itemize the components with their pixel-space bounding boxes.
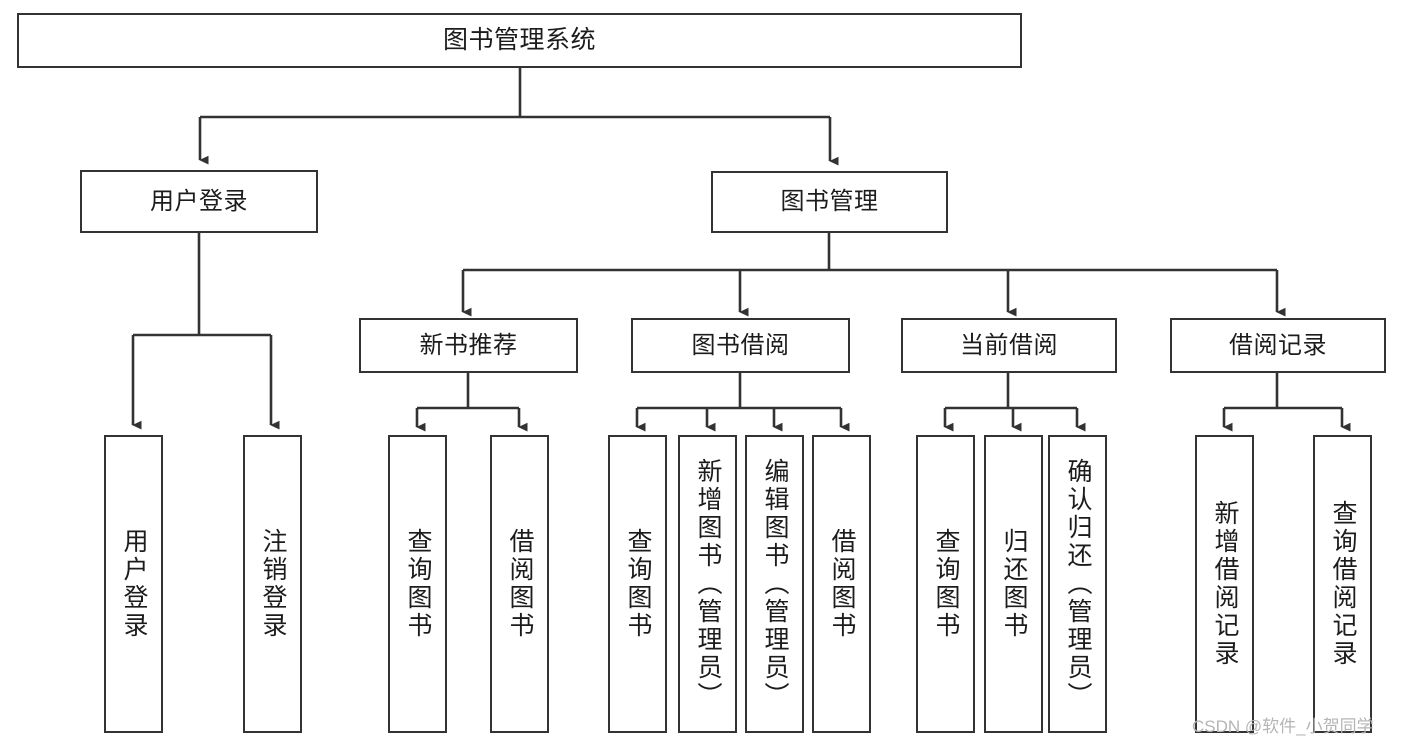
node-label-leaf-current-query-book: 查询图书 xyxy=(932,528,960,640)
node-book-manage[interactable]: 图书管理 xyxy=(711,171,948,233)
node-label-leaf-user-logout: 注销登录 xyxy=(259,528,287,640)
node-current-borrow[interactable]: 当前借阅 xyxy=(901,318,1117,373)
node-label-leaf-record-query: 查询借阅记录 xyxy=(1329,500,1357,668)
node-leaf-current-return-book[interactable]: 归还图书 xyxy=(984,435,1043,733)
node-label-root-system: 图书管理系统 xyxy=(442,26,596,54)
node-label-leaf-borrow-borrow-book: 借阅图书 xyxy=(828,528,856,640)
node-label-leaf-record-add: 新增借阅记录 xyxy=(1211,500,1239,668)
node-leaf-current-query-book[interactable]: 查询图书 xyxy=(916,435,975,733)
node-leaf-borrow-query-book[interactable]: 查询图书 xyxy=(608,435,667,733)
node-label-book-manage: 图书管理 xyxy=(780,188,879,216)
node-leaf-record-query[interactable]: 查询借阅记录 xyxy=(1313,435,1372,733)
node-label-new-book-recommend: 新书推荐 xyxy=(419,331,518,359)
node-leaf-borrow-borrow-book[interactable]: 借阅图书 xyxy=(812,435,871,733)
node-label-leaf-borrow-edit-book: 编辑图书（管理员） xyxy=(761,458,789,710)
node-book-borrow[interactable]: 图书借阅 xyxy=(631,318,850,373)
node-new-book-recommend[interactable]: 新书推荐 xyxy=(359,318,578,373)
node-leaf-borrow-edit-book[interactable]: 编辑图书（管理员） xyxy=(745,435,804,733)
node-leaf-borrow-add-book[interactable]: 新增图书（管理员） xyxy=(678,435,737,733)
node-user-login[interactable]: 用户登录 xyxy=(80,170,318,233)
node-label-leaf-borrow-query-book: 查询图书 xyxy=(624,528,652,640)
node-label-leaf-borrow-add-book: 新增图书（管理员） xyxy=(694,458,722,710)
node-leaf-rec-borrow-book[interactable]: 借阅图书 xyxy=(490,435,549,733)
node-label-leaf-user-login: 用户登录 xyxy=(120,528,148,640)
watermark-text: CSDN @软件_小贺同学 xyxy=(1192,717,1374,736)
node-root-system[interactable]: 图书管理系统 xyxy=(17,13,1022,68)
node-label-current-borrow: 当前借阅 xyxy=(960,331,1058,359)
node-label-borrow-record: 借阅记录 xyxy=(1229,331,1327,359)
node-label-leaf-current-return-book: 归还图书 xyxy=(1000,528,1028,640)
node-leaf-rec-query-book[interactable]: 查询图书 xyxy=(388,435,447,733)
node-leaf-user-login[interactable]: 用户登录 xyxy=(104,435,163,733)
node-label-user-login: 用户登录 xyxy=(150,187,248,215)
node-label-leaf-rec-borrow-book: 借阅图书 xyxy=(506,528,534,640)
node-label-leaf-current-confirm-return: 确认归还（管理员） xyxy=(1064,458,1092,710)
node-leaf-user-logout[interactable]: 注销登录 xyxy=(243,435,302,733)
node-leaf-current-confirm-return[interactable]: 确认归还（管理员） xyxy=(1048,435,1107,733)
node-label-book-borrow: 图书借阅 xyxy=(691,331,790,359)
node-leaf-record-add[interactable]: 新增借阅记录 xyxy=(1195,435,1254,733)
node-borrow-record[interactable]: 借阅记录 xyxy=(1170,318,1386,373)
node-label-leaf-rec-query-book: 查询图书 xyxy=(404,528,432,640)
